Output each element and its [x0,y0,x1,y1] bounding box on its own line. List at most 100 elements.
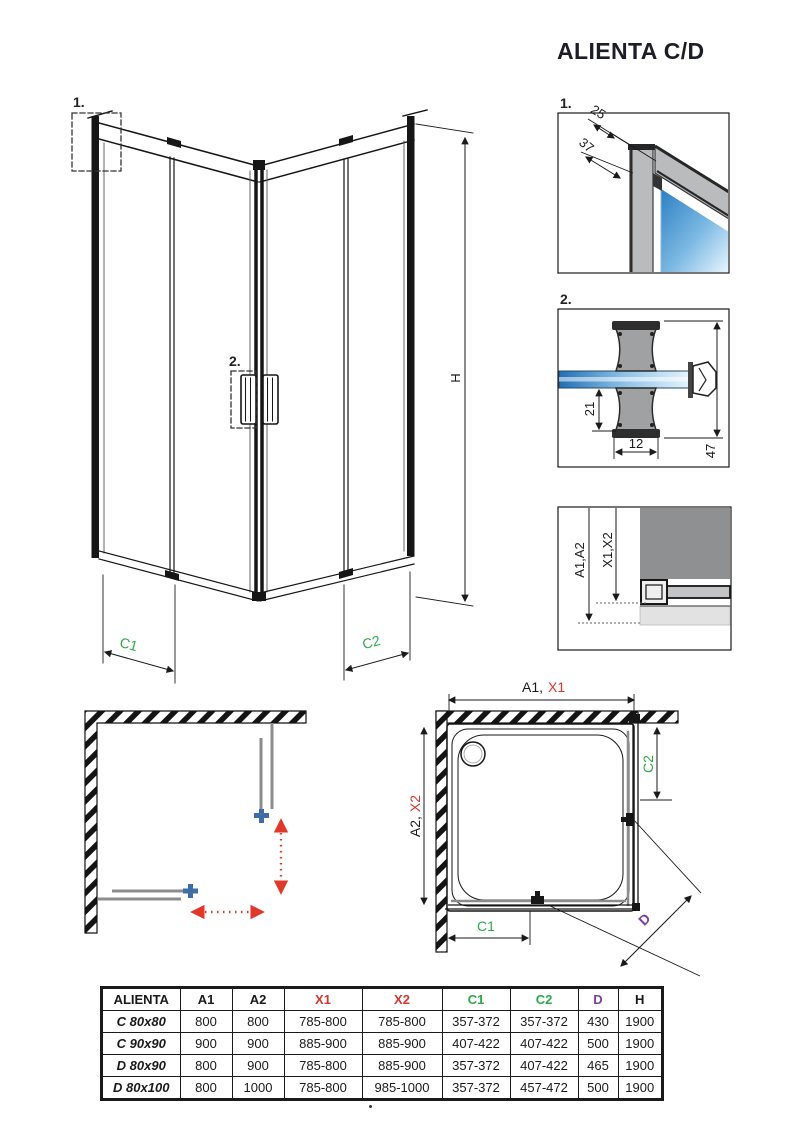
model-name: C 80x80 [101,1010,181,1033]
cell-x2: 885-900 [361,1054,443,1077]
detail-1-corner-profile: 1. 25 37 [557,95,730,274]
left-wall-profile [91,116,99,558]
detail-1-glass [661,189,728,272]
dim-47: 47 [664,320,723,458]
cell-c1: 357-372 [441,1076,511,1100]
cell-h: 1900 [617,1054,663,1077]
detail-3-clamp [640,579,668,605]
dim-12: 12 [613,436,659,459]
schematic-handle-v [254,809,269,823]
dim-a1x1: A1, X1 [447,679,636,712]
right-bottom-rail-lower [259,563,415,602]
detail-2-seal [692,361,717,397]
corner-bottom-foot [252,592,266,601]
dim-c2-plan-label: C2 [640,755,656,773]
plan-wall-left [435,710,448,953]
col-header-c1: C1 [441,987,511,1011]
dim-c1-iso: C1 [102,574,176,684]
cell-c2: 357-372 [509,1010,579,1033]
detail-2-content [558,321,717,438]
dim-a2x2-label: A2,X2 [407,795,423,837]
right-bottom-rail-upper [259,555,415,594]
cell-d: 430 [577,1010,619,1033]
corner-top-connector [253,160,265,170]
dim-h-label: H [448,373,463,382]
left-bottom-rail-upper [98,550,259,594]
dim-c1-plan-label: C1 [477,918,495,934]
dim-c1-plan: C1 [446,911,531,945]
model-name: D 80x90 [101,1054,181,1077]
right-door-hanger [339,135,353,146]
cell-x2: 885-900 [361,1032,443,1055]
dim-12-label: 12 [629,436,643,451]
detail-2-seal-base [688,362,693,398]
dim-a1a2-label: A1,A2 [572,542,587,577]
detail-2-handle-section: 2. [557,291,730,468]
cell-x1: 785-800 [283,1076,363,1100]
cell-c2: 407-422 [509,1032,579,1055]
cell-a1: 900 [179,1032,233,1055]
detail-1-content [628,144,728,272]
page-title: ALIENTA C/D [557,38,705,64]
spec-table-header-row: ALIENTA A1 A2 X1 X2 C1 C2 D H [101,987,663,1011]
cell-h: 1900 [617,1010,663,1033]
dim-25: 25 [587,102,657,162]
detail-3-floor-section: A1,A2 X1,X2 [557,506,732,651]
right-profile-cap [402,109,428,117]
dim-x2-label: X2 [407,795,423,812]
door-handle [240,374,279,425]
main-isometric-drawing: 1. 2. H C1 C2 [71,94,474,684]
dim-a2x2: A2,X2 [407,726,428,906]
detail-2-handle-bolts [618,332,654,427]
col-header-alienta: ALIENTA [101,987,181,1011]
col-header-a2: A2 [231,987,285,1011]
dim-d: D [547,817,702,977]
cell-x1: 785-800 [283,1054,363,1077]
dim-c2-iso: C2 [343,571,411,681]
dim-c1-label: C1 [118,634,140,654]
cell-a2: 800 [231,1010,285,1033]
col-header-x1: X1 [283,987,363,1011]
cell-x2: 985-1000 [361,1076,443,1100]
table-row: C 90x90 900 900 885-900 885-900 407-422 … [101,1032,663,1055]
dim-25-label: 25 [588,102,608,122]
detail-2-label: 2. [560,291,572,307]
dim-a1-label: A1, [522,679,543,695]
table-row: D 80x90 800 900 785-800 885-900 357-372 … [101,1054,663,1077]
dim-x1-label: X1 [548,679,565,695]
table-row: D 80x100 800 1000 785-800 985-1000 357-3… [101,1076,663,1100]
print-speck [369,1105,372,1108]
detail-2-handle-upper [614,328,658,372]
cell-x2: 785-800 [361,1010,443,1033]
sliding-schematic [84,710,307,934]
cell-c1: 357-372 [441,1054,511,1077]
detail-1-post [629,147,654,272]
cell-h: 1900 [617,1076,663,1100]
callout-box-2 [230,370,257,429]
plan-handle-bottom [531,896,544,904]
dim-h: H [415,123,474,607]
detail-2-handle-cap-top [612,321,660,330]
cell-c1: 407-422 [441,1032,511,1055]
dim-21-label: 21 [582,402,597,416]
detail-2-handle-lower [614,387,658,431]
detail-1-label: 1. [560,95,572,111]
col-header-a1: A1 [179,987,233,1011]
detail-3-wall [640,508,730,579]
dim-21: 21 [582,388,616,432]
col-header-h: H [617,987,663,1011]
right-top-rail-lower [259,139,415,183]
cell-c2: 407-422 [509,1054,579,1077]
schematic-walls [84,710,307,934]
dim-a2-label: A2, [407,816,423,837]
cell-c2: 457-472 [509,1076,579,1100]
col-header-x2: X2 [361,987,443,1011]
dim-c2-label: C2 [361,632,383,652]
drain [460,741,486,767]
left-top-rail-lower [98,138,259,183]
cell-x1: 885-900 [283,1032,363,1055]
schematic-handle-h [183,884,198,898]
right-wall-profile [407,116,415,556]
